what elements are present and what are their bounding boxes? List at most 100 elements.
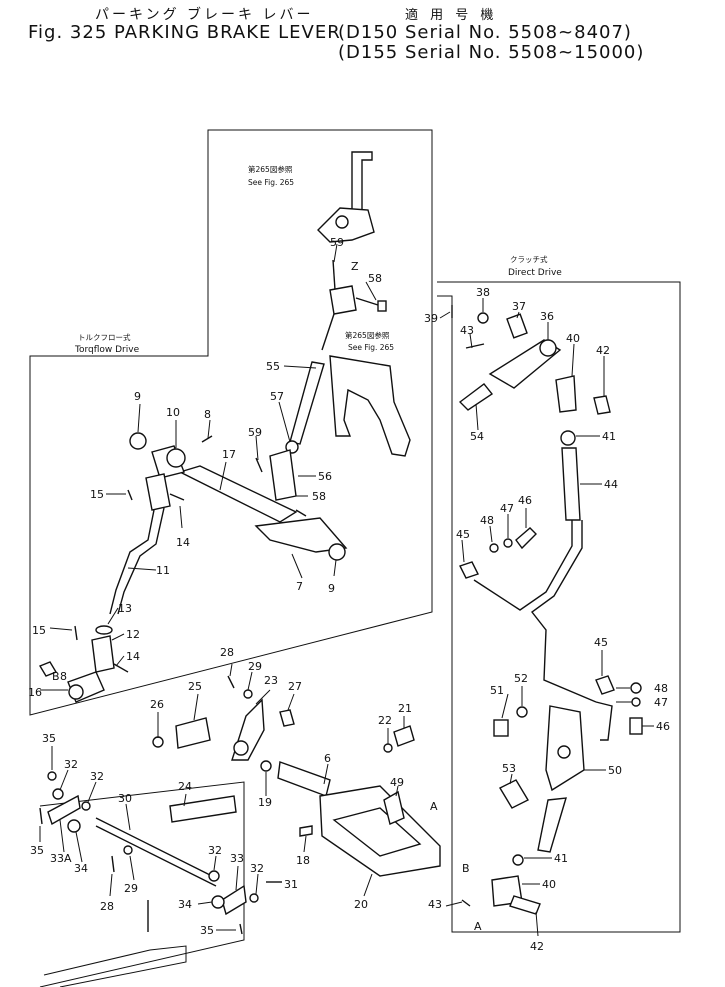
bracket-25 [175,717,211,749]
reference-jp-1: 第265図参照 [248,164,293,174]
callout-10: 10 [166,406,180,419]
callout-31: 31 [284,878,298,891]
clevis-56 [269,449,297,501]
callout-29a: 29 [248,660,262,673]
callout-29b: 29 [124,882,138,895]
marker-a-lower: A [474,920,482,933]
callout-56: 56 [318,470,332,483]
plate-33 [221,884,247,916]
callout-47b: 47 [654,696,668,709]
callout-55: 55 [266,360,280,373]
callout-36: 36 [540,310,554,323]
callout-20: 20 [354,898,368,911]
pin-18 [299,825,313,837]
callout-17: 17 [222,448,236,461]
callout-32d: 32 [250,862,264,875]
pin-14a [169,493,185,501]
callout-59b: 59 [248,426,262,439]
bolt-35c [239,923,243,935]
clevis-15a [145,473,171,511]
bolt-46b [629,717,643,735]
callout-53: 53 [502,762,516,775]
direct-label: Direct Drive [508,268,562,278]
callout-43a: 43 [460,324,474,337]
bushing-37 [506,313,528,339]
reference-en-1: See Fig. 265 [248,178,294,187]
threaded-rod [537,797,567,853]
cotter-43b [461,899,471,907]
clip-45a [459,561,479,579]
leader-lines [39,243,654,937]
callout-47a: 47 [500,502,514,515]
pin-42b [509,895,541,915]
callout-18: 18 [296,854,310,867]
callout-9b: 9 [328,582,335,595]
clevis-40a [555,375,577,413]
torqflow-drive-frame [29,129,433,716]
lower-panel [43,945,187,987]
callout-32a: 32 [64,758,78,771]
marker-z: Z [351,260,359,273]
nut-41b [512,854,524,866]
callout-35b: 35 [30,844,44,857]
pin-42a [593,395,611,415]
callout-43b: 43 [428,898,442,911]
torqflow-label: Torqflow Drive [74,345,140,355]
applicability-heading: 適 用 号 機 [405,8,498,23]
callout-25: 25 [188,680,202,693]
washer-52 [516,706,528,718]
nut-35a [47,771,57,781]
callout-38: 38 [476,286,490,299]
callout-11: 11 [156,564,170,577]
callout-32b: 32 [90,770,104,783]
pin-27 [279,709,295,727]
pin-28a [227,675,235,689]
direct-drive-frame [437,281,681,933]
cable-44 [473,520,573,611]
callout-42b: 42 [530,940,544,953]
washer-48a [489,543,499,553]
shaft-30 [95,817,217,879]
clevis-12 [91,635,115,673]
pin-8a [201,435,213,443]
callout-50: 50 [608,764,622,777]
rod-55 [289,361,325,445]
marker-b-left: B [52,670,60,683]
callout-7: 7 [296,580,303,593]
washer-32b [81,801,91,811]
lockwasher-47a [503,538,513,548]
callout-15a: 15 [90,488,104,501]
callout-9a: 9 [134,390,141,403]
callout-22: 22 [378,714,392,727]
callout-44: 44 [604,478,618,491]
callout-14a: 14 [176,536,190,549]
callout-54: 54 [470,430,484,443]
bolt-46a [515,527,537,550]
callout-46b: 46 [656,720,670,733]
callout-28b: 28 [100,900,114,913]
callout-8b: 8 [60,670,67,683]
lever-49 [383,790,405,825]
callout-6: 6 [324,752,331,765]
callout-34a: 34 [74,862,88,875]
cotter-59 [255,457,263,473]
callout-21: 21 [398,702,412,715]
callout-52: 52 [514,672,528,685]
callout-37: 37 [512,300,526,313]
callout-33A: 33A [50,852,72,865]
callout-45b: 45 [594,636,608,649]
bracket-fig265 [329,355,411,457]
bolt-21 [393,725,415,747]
upper-lever-assembly [317,151,387,351]
callout-58b: 58 [312,490,326,503]
reference-jp-2: 第265図参照 [345,330,390,340]
spring-8b [38,661,58,677]
washer-48b [630,682,642,694]
bushing-26 [152,736,164,748]
washer-22 [383,743,393,753]
marker-a-upper: A [430,800,438,813]
callout-28a: 28 [220,646,234,659]
washer-32d [249,893,259,903]
knob-54 [458,383,494,411]
nut-13 [95,625,113,635]
